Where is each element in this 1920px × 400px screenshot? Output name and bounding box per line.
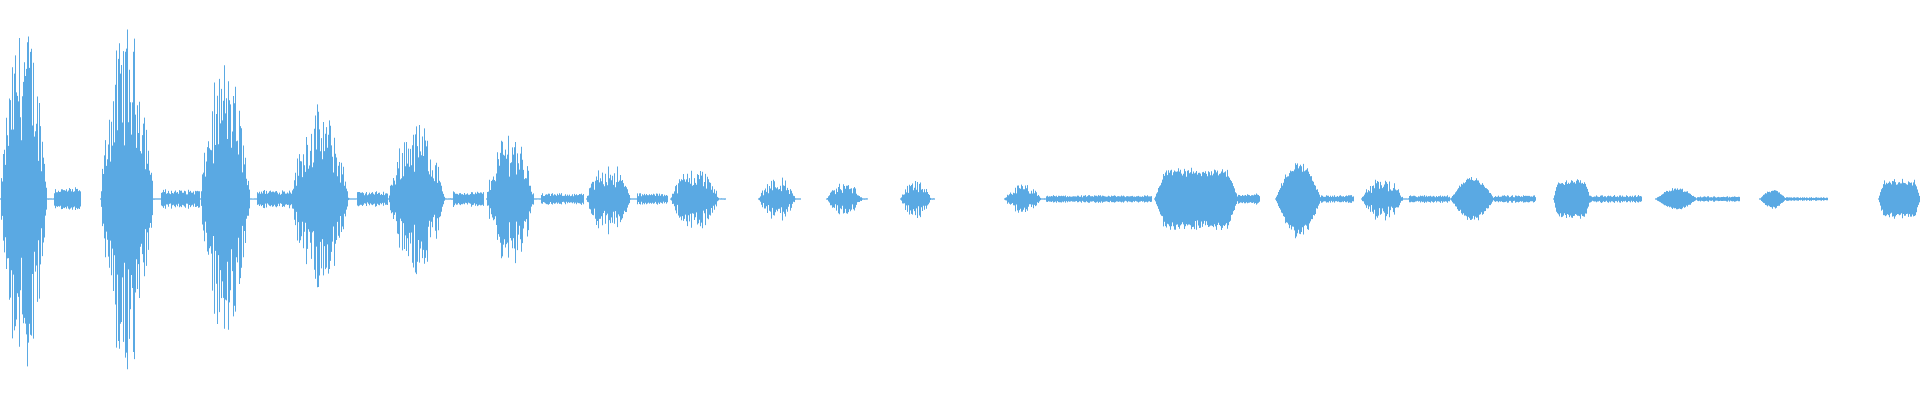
waveform-path [0,29,1920,370]
